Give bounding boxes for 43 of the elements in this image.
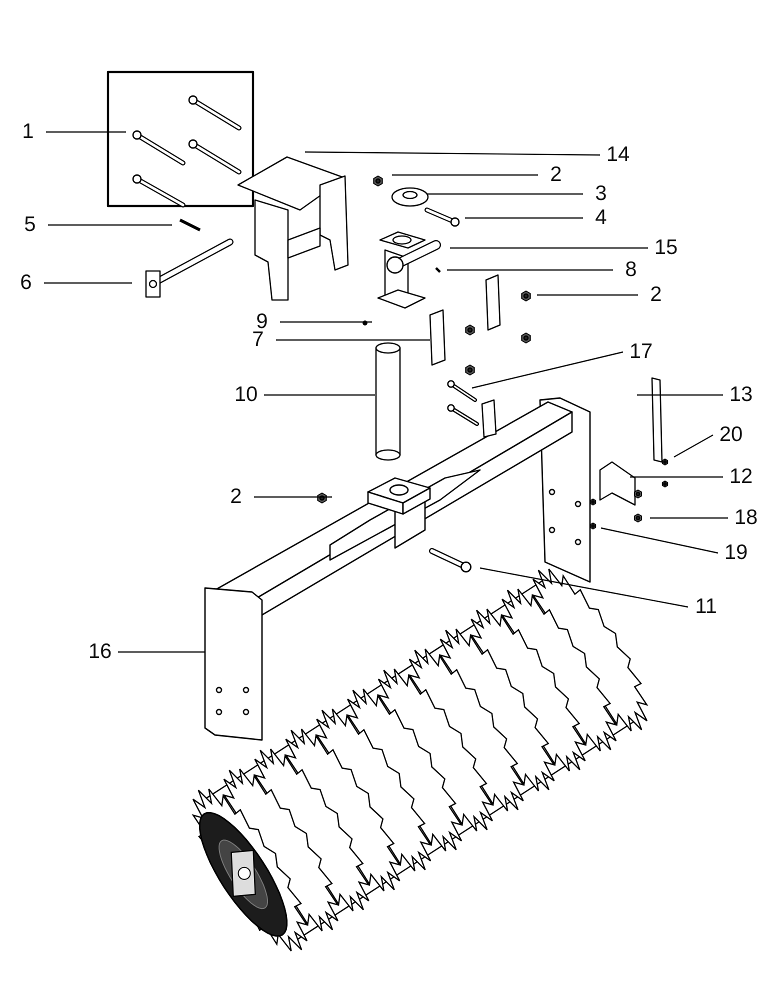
leader-line	[650, 517, 728, 519]
leader-line	[450, 247, 648, 249]
callout-number: 18	[728, 506, 764, 530]
callout-number: 11	[688, 595, 724, 619]
callout-number: 20	[713, 423, 749, 447]
leader-line	[537, 294, 638, 296]
leader-line	[674, 434, 714, 458]
callout-number: 16	[82, 640, 118, 664]
callout-number: 15	[648, 236, 684, 260]
leader-line	[472, 351, 624, 389]
callout-number: 10	[228, 383, 264, 407]
leader-line	[480, 567, 688, 608]
callout-number: 8	[613, 258, 649, 282]
callout-number: 6	[8, 271, 44, 295]
callout-number: 2	[638, 283, 674, 307]
leader-line	[264, 394, 375, 396]
callout-number: 13	[723, 383, 759, 407]
callout-number: 17	[623, 340, 659, 364]
leader-line	[630, 476, 723, 478]
leader-line	[118, 651, 205, 653]
leader-line	[447, 269, 613, 271]
callout-number: 2	[538, 163, 574, 187]
callout-number: 2	[218, 485, 254, 509]
callout-number: 12	[723, 465, 759, 489]
leader-line	[600, 527, 718, 554]
leader-line	[465, 217, 583, 219]
leader-line	[46, 131, 126, 133]
callout-number: 19	[718, 541, 754, 565]
leader-line	[48, 224, 172, 226]
leader-line	[305, 151, 600, 156]
callout-number: 7	[240, 328, 276, 352]
callout-number: 3	[583, 182, 619, 206]
callout-number: 14	[600, 143, 636, 167]
leader-line	[280, 321, 372, 323]
callout-number: 4	[583, 206, 619, 230]
leader-line	[44, 282, 132, 284]
leader-line	[637, 394, 723, 396]
leader-line	[392, 174, 538, 176]
leader-line	[427, 193, 583, 195]
leader-line	[276, 339, 430, 341]
callout-number: 1	[10, 120, 46, 144]
leader-line	[254, 496, 332, 498]
callout-number: 5	[12, 213, 48, 237]
